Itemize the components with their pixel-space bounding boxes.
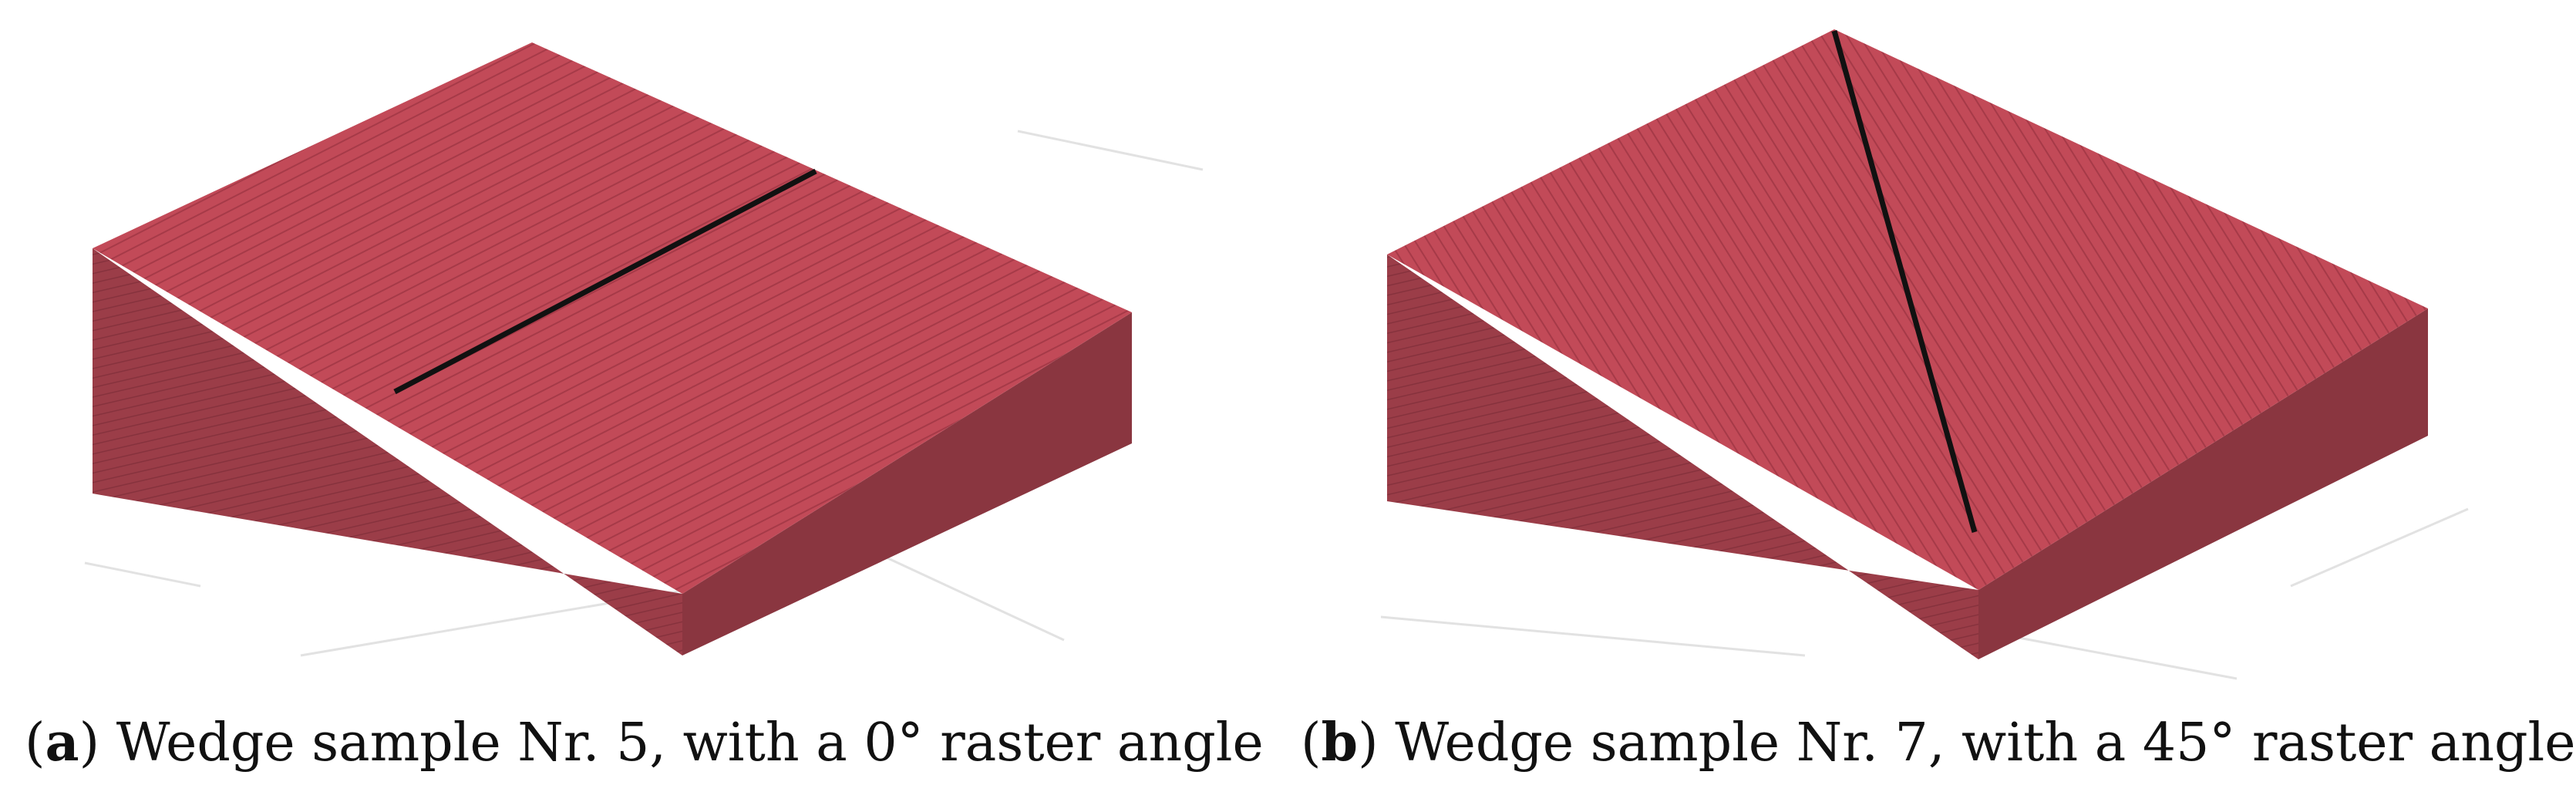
caption-text: Wedge sample Nr. 7, with a 45° raster an…: [1395, 713, 2576, 773]
panel-a: (a) Wedge sample Nr. 5, with a 0° raster…: [0, 0, 1265, 802]
cut-line: [393, 168, 817, 395]
wedge-left-face: [93, 248, 682, 655]
wedge-top-face: [93, 42, 1132, 594]
caption-tag: a: [45, 712, 79, 773]
caption-text: Wedge sample Nr. 5, with a 0° raster ang…: [116, 713, 1264, 773]
wedge-right-face: [1978, 308, 2428, 659]
wedge-render-a: [84, 42, 1204, 657]
floor-grid: [1380, 507, 2469, 680]
wedge-left-face: [1387, 254, 1978, 659]
wedge-top-face: [1387, 29, 2428, 590]
wedge-render-b: [1380, 29, 2469, 680]
caption-b: (b) Wedge sample Nr. 7, with a 45° raste…: [1301, 712, 2576, 773]
wedge-right-face: [682, 312, 1132, 655]
caption-tag: b: [1321, 712, 1359, 773]
panel-b: (b) Wedge sample Nr. 7, with a 45° raste…: [1265, 0, 2576, 802]
cut-line: [1831, 30, 1978, 533]
caption-a: (a) Wedge sample Nr. 5, with a 0° raster…: [25, 712, 1264, 773]
